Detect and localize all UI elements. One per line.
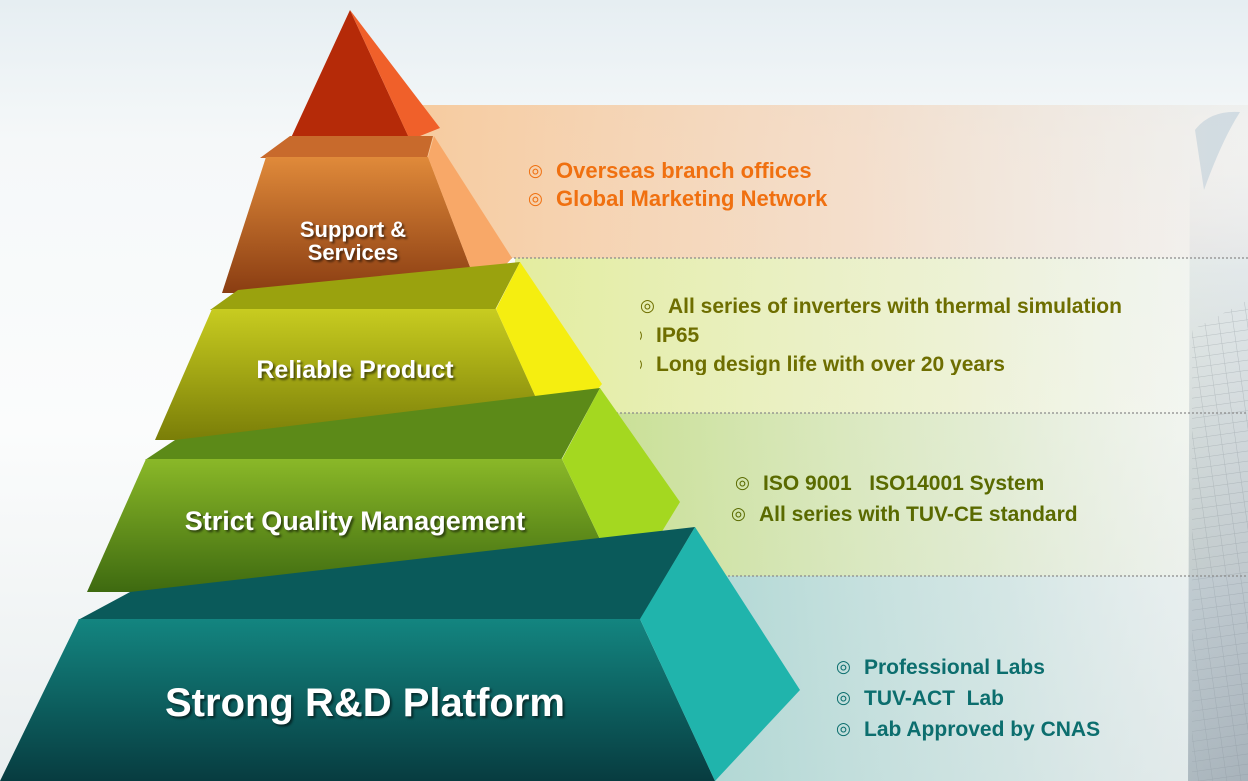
- bullet-icon: ◎: [836, 688, 851, 707]
- bullet-icon: ◎: [528, 189, 543, 208]
- bullet-icon: ◎: [735, 473, 750, 492]
- bullet-icon: ◎: [731, 504, 746, 523]
- tier-label-support: Support & Services: [299, 217, 407, 265]
- bullet-item: ◎All series of inverters with thermal si…: [640, 296, 1122, 318]
- bullets-support: ◎Overseas branch offices ◎Global Marketi…: [528, 160, 827, 210]
- bullets-quality: ◎ISO 9001 ISO14001 System ◎All series wi…: [731, 472, 1078, 525]
- band-support: [395, 105, 1248, 258]
- bullets-reliable: ◎All series of inverters with thermal si…: [640, 296, 1122, 375]
- bullet-item: ◎Long design life with over 20 years: [640, 354, 1122, 375]
- bullet-icon: ◎: [836, 657, 851, 676]
- bullet-icon: ◎: [640, 355, 656, 372]
- bullet-item: ◎TUV-ACT Lab: [836, 687, 1004, 710]
- bullet-item: ◎Global Marketing Network: [528, 186, 828, 211]
- bullet-item: ◎Overseas branch offices: [528, 158, 812, 183]
- bullets-rnd: ◎Professional Labs ◎TUV-ACT Lab ◎Lab App…: [836, 657, 1100, 740]
- pyramid-apex: [290, 10, 440, 140]
- band-reliable: [515, 258, 1248, 413]
- bullet-item: ◎IP65: [640, 325, 1122, 346]
- bullet-icon: ◎: [640, 296, 655, 315]
- tier-label-quality: Strict Quality Management: [184, 506, 526, 536]
- bullet-item: ◎Lab Approved by CNAS: [836, 718, 1101, 741]
- tier-label-rnd: Strong R&D Platform: [165, 681, 565, 725]
- tier-label-reliable: Reliable Product: [256, 356, 454, 384]
- bullet-icon: ◎: [528, 161, 543, 180]
- tier-rnd: [0, 527, 800, 781]
- bullet-item: ◎All series with TUV-CE standard: [731, 503, 1078, 526]
- bullet-icon: ◎: [836, 719, 851, 738]
- bullet-item: ◎Professional Labs: [836, 656, 1045, 679]
- tier-support: [222, 136, 512, 293]
- bullet-item: ◎ISO 9001 ISO14001 System: [735, 472, 1045, 495]
- bullet-icon: ◎: [640, 326, 656, 343]
